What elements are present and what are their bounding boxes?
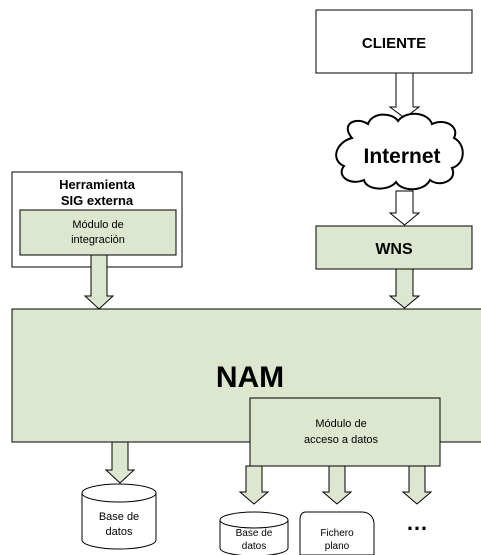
- arrow-integracion-nam: [83, 254, 115, 310]
- herramienta-label-line2: SIG externa: [61, 193, 134, 208]
- modulo-acceso-box: [249, 397, 441, 467]
- fichero-plano-shape: [299, 511, 375, 555]
- arrow-nam-bd-left: [104, 441, 136, 484]
- cliente-label: CLIENTE: [362, 35, 426, 52]
- bd-right-line2: datos: [242, 541, 266, 552]
- more-ellipsis: …: [406, 510, 428, 535]
- fichero-line2: plano: [325, 541, 350, 552]
- bd-left-line1: Base de: [99, 511, 139, 523]
- internet-label: Internet: [363, 145, 440, 168]
- modulo-acceso-line2: acceso a datos: [304, 434, 378, 446]
- database-right: [219, 511, 289, 555]
- arrow-acceso-fichero: [321, 465, 353, 505]
- modulo-integracion-box: [19, 209, 177, 256]
- arrow-acceso-more: [401, 465, 433, 505]
- bd-left-line2: datos: [106, 526, 133, 538]
- modulo-integracion-line1: Módulo de: [72, 219, 123, 231]
- arrow-internet-wns: [388, 190, 421, 226]
- arrow-acceso-bd: [238, 465, 270, 505]
- modulo-integracion-line2: integración: [71, 234, 125, 246]
- wns-box: [315, 225, 473, 270]
- arrow-cliente-internet: [388, 72, 421, 119]
- fichero-line1: Fichero: [320, 528, 354, 539]
- nam-label: NAM: [216, 361, 284, 394]
- internet-cloud: [335, 112, 464, 191]
- bd-right-line1: Base de: [236, 528, 273, 539]
- cliente-box: [315, 9, 473, 74]
- wns-label: WNS: [375, 241, 413, 258]
- arrow-wns-nam: [388, 268, 421, 309]
- herramienta-label-line1: Herramienta: [59, 177, 136, 192]
- modulo-acceso-line1: Módulo de: [315, 418, 366, 430]
- database-left: [81, 483, 157, 550]
